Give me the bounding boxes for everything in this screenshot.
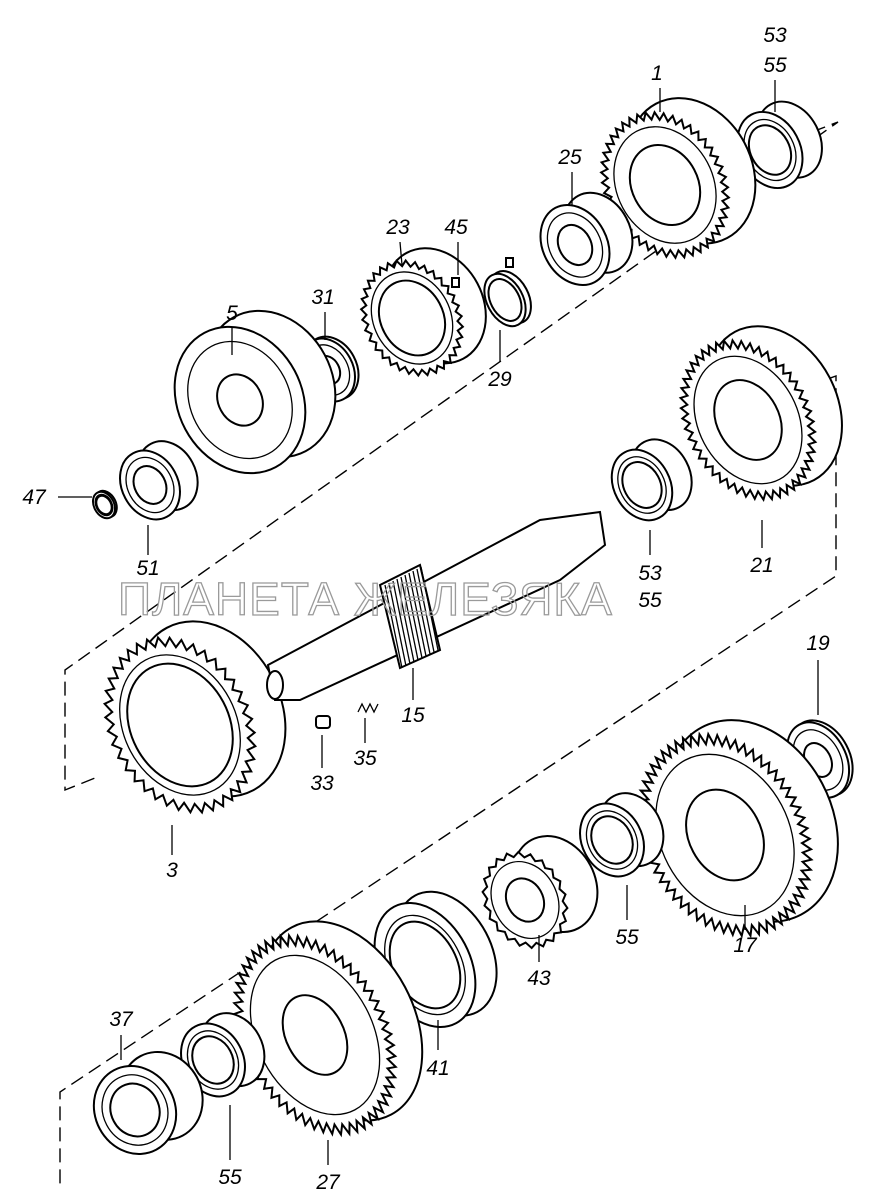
callout-3: 3 [166,859,178,882]
spring-35 [357,702,379,714]
callout-19: 19 [806,632,830,655]
snap-ring-47 [91,489,118,520]
callout-35: 35 [353,747,377,770]
needle-bearing [610,438,693,522]
callout-55: 55 [638,589,662,612]
callout-55: 55 [763,54,787,77]
callout-5: 5 [226,302,238,325]
callout-55: 55 [218,1166,242,1189]
callout-15: 15 [401,704,425,727]
callout-29: 29 [487,368,512,391]
watermark: ПЛАНЕТА ЖЕЛЕЗЯКА [118,573,613,625]
callout-17: 17 [733,934,758,957]
callout-43: 43 [527,967,551,990]
leader-line [399,241,403,266]
key-33 [315,715,331,729]
gear-17 [636,719,839,939]
assembly-dashed-lines [59,121,839,1185]
gear-23 [359,247,487,378]
callout-23: 23 [385,216,410,239]
sleeve-25 [539,191,634,287]
synchronizer-3 [102,620,287,815]
callout-25: 25 [557,146,582,169]
callout-31: 31 [311,286,334,309]
callout-45: 45 [444,216,468,239]
callout-21: 21 [749,554,773,577]
callout-53: 53 [763,24,787,47]
callout-41: 41 [426,1057,449,1080]
callout-33: 33 [310,772,334,795]
callout-27: 27 [315,1171,341,1194]
callout-55: 55 [615,926,639,949]
gear-1 [599,97,757,260]
synchronizer-5 [173,309,337,475]
leader-lines [58,80,819,1165]
pin-45 [505,257,514,268]
gear-43 [481,835,599,950]
callout-51: 51 [136,557,159,580]
pin-45 [451,277,460,288]
main-shaft-15 [266,510,607,701]
gear-21 [678,325,843,503]
ring-29 [483,270,532,328]
ball-bearing-51 [119,440,199,521]
needle-bearing [579,792,665,878]
callout-53: 53 [638,562,662,585]
callout-47: 47 [22,486,47,509]
callout-1: 1 [651,62,663,85]
callout-37: 37 [109,1008,134,1031]
spacer-37 [92,1050,204,1155]
gear-27 [232,920,424,1138]
